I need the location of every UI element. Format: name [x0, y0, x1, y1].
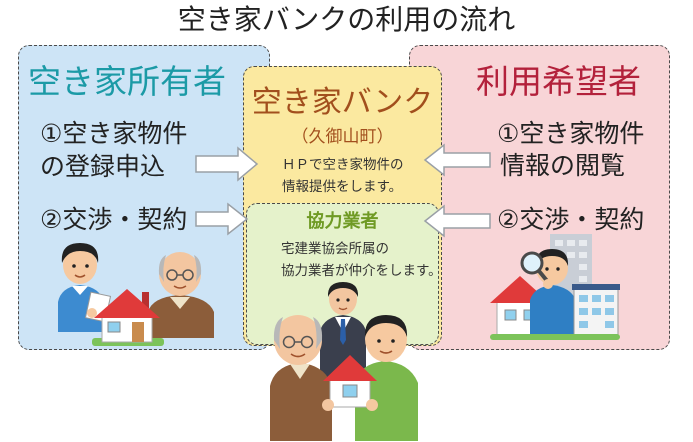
user-step1-line2: 情報の閲覧	[500, 151, 626, 180]
held-house-icon	[322, 355, 378, 411]
diagram-title: 空き家バンクの利用の流れ	[177, 3, 516, 36]
partner-heading: 協力業者	[306, 211, 379, 232]
owner-heading: 空き家所有者	[28, 62, 226, 101]
owner-step1-line1: ①空き家物件	[40, 119, 188, 148]
owner-step2: ②交渉・契約	[40, 205, 188, 234]
bank-heading: 空き家バンク	[251, 85, 434, 120]
user-heading: 利用希望者	[476, 62, 641, 101]
owner-step1-line2: の登録申込	[40, 152, 166, 181]
partner-description-line2: 協力業者が仲介をします。	[281, 263, 442, 279]
user-step1-line1: ①空き家物件	[497, 119, 645, 148]
user-step2: ②交渉・契約	[497, 205, 645, 234]
bank-description-line2: 情報提供をします。	[282, 179, 403, 195]
bank-description-line1: ＨＰで空き家物件の	[282, 157, 404, 173]
partner-description-line1: 宅建業協会所属の	[281, 241, 389, 257]
bank-subheading: （久御山町）	[291, 127, 394, 147]
